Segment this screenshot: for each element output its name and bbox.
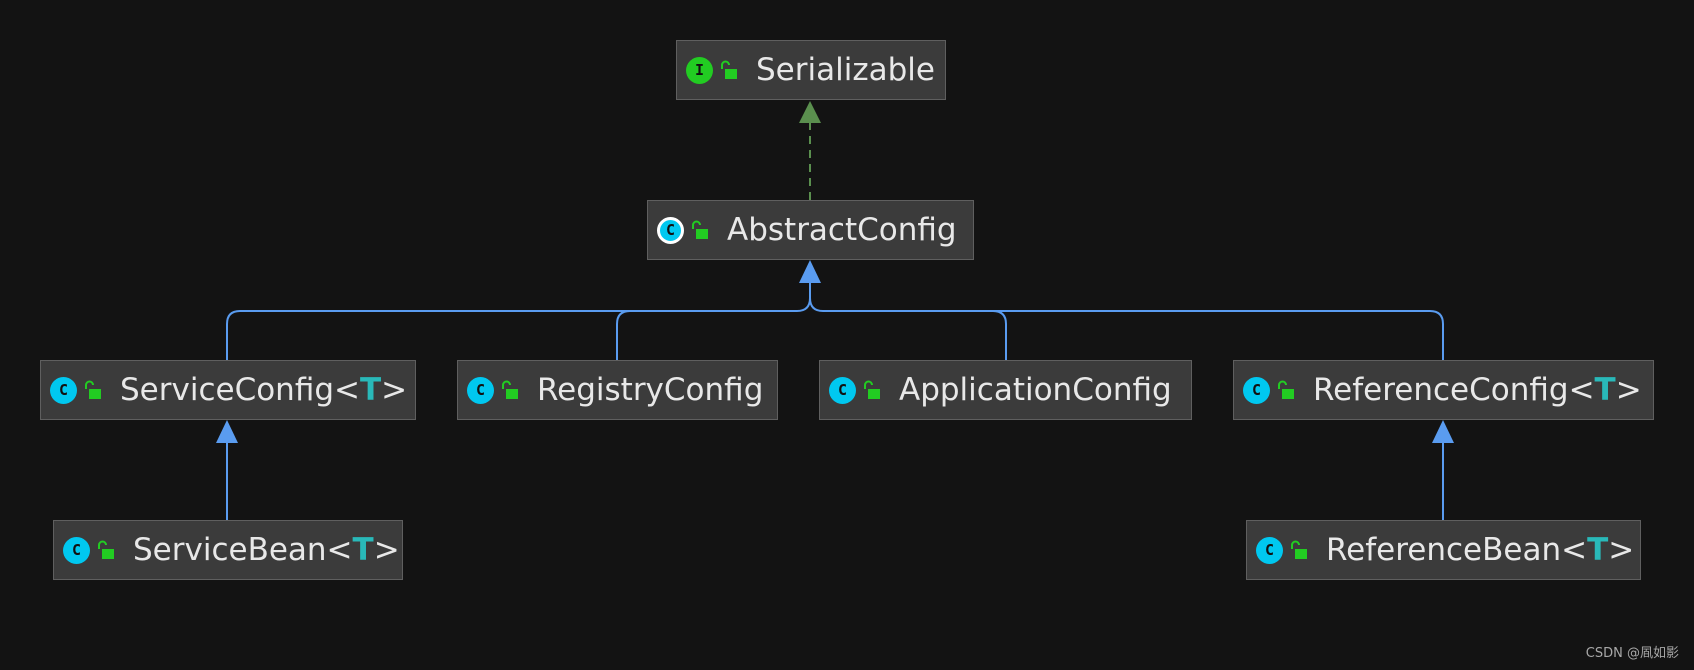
class-name: ServiceConfig<T> <box>120 372 408 408</box>
type-parameter: T <box>1587 532 1609 568</box>
class-name: AbstractConfig <box>727 212 957 248</box>
extends-arrowhead-serviceconfig <box>216 420 238 443</box>
interface-icon: I <box>686 56 713 84</box>
edge-referencebean-extends-referenceconfig <box>1432 420 1454 520</box>
class-name: RegistryConfig <box>537 372 764 408</box>
class-icon: C <box>1243 376 1270 404</box>
class-icon: C <box>829 376 856 404</box>
node-abstractconfig[interactable]: C AbstractConfig <box>647 200 974 260</box>
edge-abstractconfig-implements-serializable <box>799 101 821 200</box>
class-icon: C <box>63 536 90 564</box>
class-icon: C <box>1256 536 1283 564</box>
node-servicebean[interactable]: C ServiceBean<T> <box>53 520 403 580</box>
node-registryconfig[interactable]: C RegistryConfig <box>457 360 778 420</box>
type-parameter: T <box>1594 372 1616 408</box>
class-icon: C <box>50 376 77 404</box>
public-lock-icon <box>692 220 708 239</box>
edge-servicebean-extends-serviceconfig <box>216 420 238 520</box>
node-referencebean[interactable]: C ReferenceBean<T> <box>1246 520 1641 580</box>
public-lock-icon <box>721 60 737 79</box>
public-lock-icon <box>98 540 114 559</box>
public-lock-icon <box>85 380 101 399</box>
implements-arrowhead <box>799 101 821 123</box>
extends-arrowhead-abstractconfig <box>799 260 821 283</box>
node-serviceconfig[interactable]: C ServiceConfig<T> <box>40 360 416 420</box>
public-lock-icon <box>864 380 880 399</box>
class-icon: C <box>467 376 494 404</box>
class-name: ServiceBean<T> <box>133 532 400 568</box>
public-lock-icon <box>1278 380 1294 399</box>
class-name: ApplicationConfig <box>899 372 1172 408</box>
abstract-class-icon: C <box>657 216 684 244</box>
class-name: Serializable <box>756 52 935 88</box>
node-applicationconfig[interactable]: C ApplicationConfig <box>819 360 1192 420</box>
node-serializable[interactable]: I Serializable <box>676 40 946 100</box>
type-parameter: T <box>352 532 374 568</box>
class-name: ReferenceConfig<T> <box>1313 372 1642 408</box>
extends-arrowhead-referenceconfig <box>1432 420 1454 443</box>
edge-configs-extend-abstractconfig <box>226 260 1444 360</box>
class-name: ReferenceBean<T> <box>1326 532 1635 568</box>
public-lock-icon <box>502 380 518 399</box>
watermark: CSDN @凮如影 <box>1585 646 1679 661</box>
node-referenceconfig[interactable]: C ReferenceConfig<T> <box>1233 360 1654 420</box>
public-lock-icon <box>1291 540 1307 559</box>
type-parameter: T <box>360 372 382 408</box>
